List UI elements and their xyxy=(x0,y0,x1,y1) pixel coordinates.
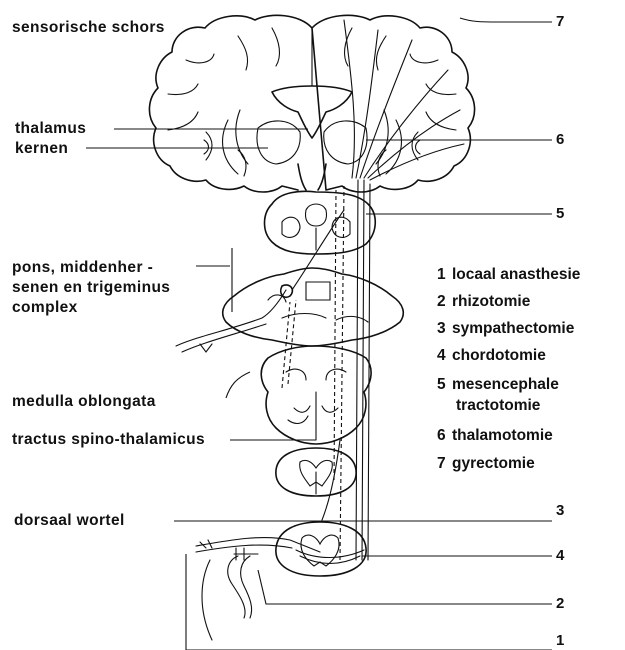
legend-num-7: 7 xyxy=(437,455,446,472)
legend-text-5: mesencephale xyxy=(452,376,559,393)
legend-text-6: thalamotomie xyxy=(452,427,553,444)
label-spinothalamic: tractus spino-thalamicus xyxy=(12,431,205,448)
label-nuclei: kernen xyxy=(15,140,68,157)
marker-3: 3 xyxy=(556,502,564,519)
legend-text-3: sympathectomie xyxy=(452,320,575,337)
lower-spinal-cord xyxy=(276,522,366,576)
marker-7: 7 xyxy=(556,13,564,30)
marker-6: 6 xyxy=(556,131,564,148)
legend-text-5b: tractotomie xyxy=(456,397,541,414)
legend-text-4: chordotomie xyxy=(452,347,546,364)
pons-section xyxy=(223,268,404,346)
midbrain-section xyxy=(265,191,376,254)
legend-num-4: 4 xyxy=(437,347,446,364)
marker-4: 4 xyxy=(556,547,565,564)
legend-text-7: gyrectomie xyxy=(452,455,535,472)
cerebrum-coronal-section xyxy=(149,15,474,192)
medulla-section xyxy=(261,346,371,444)
marker-2: 2 xyxy=(556,595,564,612)
label-dorsal-root: dorsaal wortel xyxy=(14,512,125,529)
label-medulla: medulla oblongata xyxy=(12,393,156,410)
label-sensory-cortex: sensorische schors xyxy=(12,19,165,36)
label-pons-line2: senen en trigeminus xyxy=(12,279,170,296)
legend-num-5: 5 xyxy=(437,376,446,393)
legend-num-3: 3 xyxy=(437,320,446,337)
legend-text-1: locaal anasthesie xyxy=(452,266,581,283)
legend-num-2: 2 xyxy=(437,293,446,310)
procedure-legend: 1 locaal anasthesie 2 rhizotomie 3 sympa… xyxy=(437,266,581,472)
label-pons-line1: pons, middenher - xyxy=(12,259,153,276)
label-pons-line3: complex xyxy=(12,299,78,316)
legend-num-1: 1 xyxy=(437,266,446,283)
label-thalamus: thalamus xyxy=(15,120,86,137)
upper-spinal-cord xyxy=(276,448,356,496)
marker-1: 1 xyxy=(556,632,564,649)
dorsal-root-nerve xyxy=(186,538,320,650)
marker-5: 5 xyxy=(556,205,564,222)
legend-num-6: 6 xyxy=(437,427,446,444)
legend-text-2: rhizotomie xyxy=(452,293,531,310)
